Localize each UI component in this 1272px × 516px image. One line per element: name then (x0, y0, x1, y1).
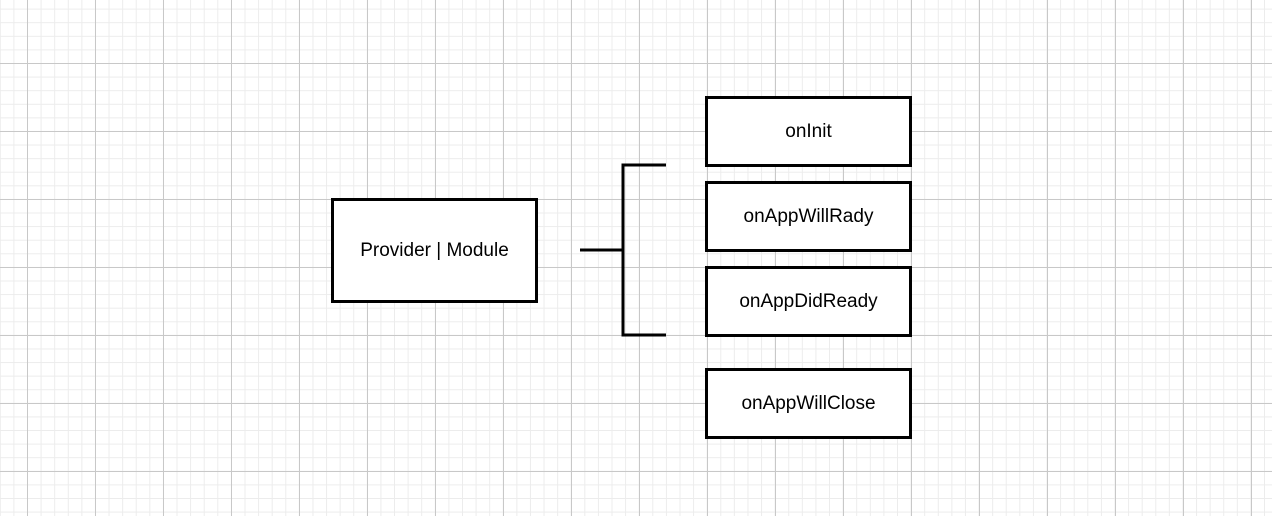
bracket-icon (621, 163, 666, 337)
provider-module-label: Provider | Module (360, 239, 509, 261)
hook-label: onInit (785, 120, 832, 142)
hook-label: onAppWillClose (741, 392, 876, 414)
hook-node-onappdidready: onAppDidReady (705, 266, 912, 337)
hook-node-onappwillclose: onAppWillClose (705, 368, 912, 439)
hook-node-oninit: onInit (705, 96, 912, 167)
provider-module-node: Provider | Module (331, 198, 538, 303)
hook-node-onappwillrady: onAppWillRady (705, 181, 912, 252)
hook-label: onAppWillRady (743, 205, 874, 227)
hook-label: onAppDidReady (739, 290, 878, 312)
